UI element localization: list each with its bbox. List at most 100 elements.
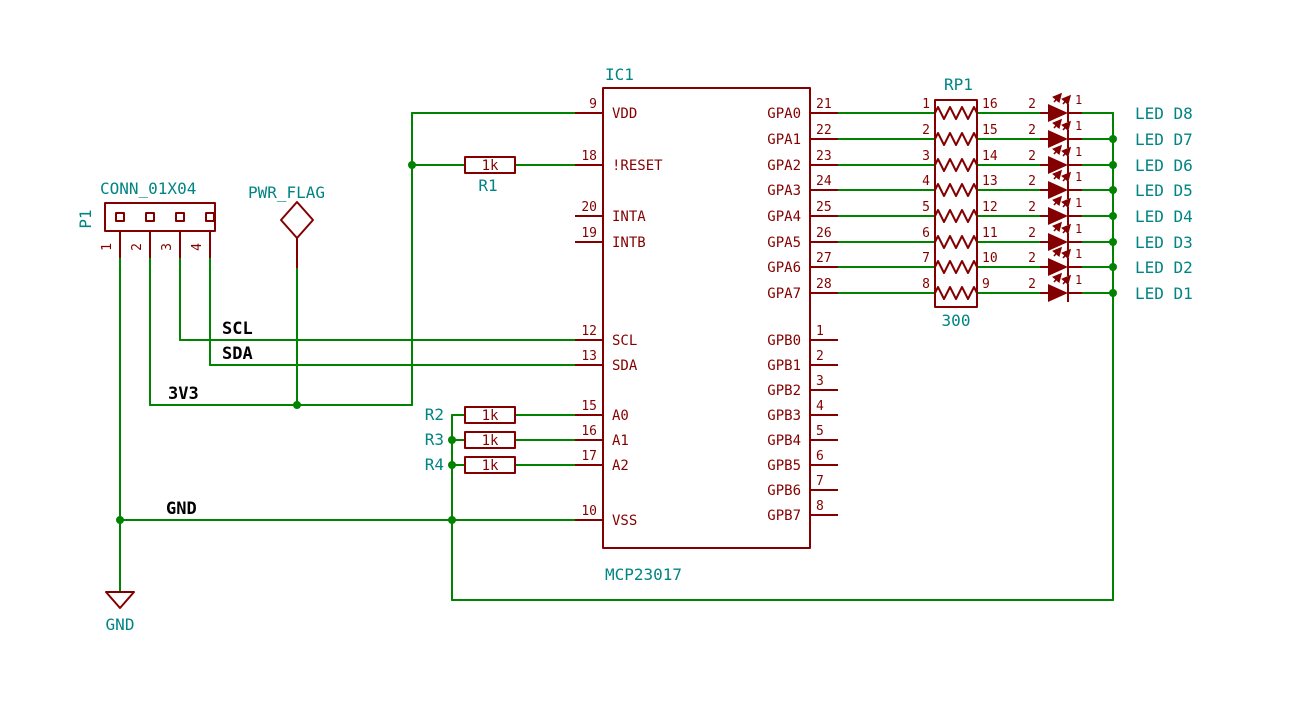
pin-number: 2: [1028, 277, 1036, 292]
gnd-power-symbol[interactable]: GND: [105, 591, 135, 634]
resistor-r4-symbol[interactable]: 1k R4: [425, 455, 516, 474]
pin-number: 2: [130, 243, 145, 251]
junction-dot: [1109, 263, 1117, 271]
pin-number: 2: [1028, 123, 1036, 138]
resistor-r1-symbol[interactable]: 1k R1: [464, 156, 516, 195]
pin-number: 7: [922, 251, 930, 266]
pin-number: 1: [1075, 170, 1082, 184]
pin-number: 18: [581, 149, 597, 164]
net-label-scl[interactable]: SCL: [222, 319, 253, 339]
led-triangle-icon: [1048, 258, 1068, 276]
pin-number: 14: [982, 149, 998, 164]
led-symbol[interactable]: 2 1 LED D3: [1028, 221, 1193, 252]
pin-number: 1: [1075, 119, 1082, 133]
pin-number: 10: [581, 504, 597, 519]
pin-number: 15: [581, 399, 597, 414]
resistor-zigzag: [934, 158, 978, 172]
pin-number: 21: [816, 97, 832, 112]
led-array: 2 1 LED D8 2 1 LED D7 2 1 LED D6: [1028, 92, 1193, 303]
led-symbol[interactable]: 2 1 LED D7: [1028, 118, 1193, 149]
resistor-r2-symbol[interactable]: 1k R2: [425, 405, 516, 424]
resistor-value: 1k: [482, 158, 499, 174]
led-symbol[interactable]: 2 1 LED D2: [1028, 246, 1193, 277]
led-emission-arrow-icon: [1052, 169, 1063, 181]
pin-number: 2: [1028, 149, 1036, 164]
pin-number: 2: [1028, 174, 1036, 189]
net-label-3v3[interactable]: 3V3: [168, 384, 199, 404]
resistor-zigzag: [934, 235, 978, 249]
pin-number: 1: [816, 324, 824, 339]
pin-number: 1: [922, 97, 930, 112]
resistor-zigzag: [934, 132, 978, 146]
junction-dot: [293, 401, 301, 409]
led-triangle-icon: [1048, 104, 1068, 122]
connector-p1-symbol[interactable]: CONN_01X04 P1 1 2 3 4: [76, 179, 216, 258]
resistor-zigzag: [934, 106, 978, 120]
led-label: LED D6: [1135, 156, 1193, 175]
junction-dot: [116, 516, 124, 524]
pin-number: 13: [581, 349, 597, 364]
wire-group: [119, 112, 1114, 601]
pin-name: GPA5: [767, 235, 801, 251]
pin-name: GPA0: [767, 106, 801, 122]
pin-name: GPA1: [767, 132, 801, 148]
junction-dot: [1109, 186, 1117, 194]
junction-dot: [1109, 135, 1117, 143]
led-emission-arrow-icon: [1061, 248, 1072, 260]
pin-number: 12: [581, 324, 597, 339]
led-symbol[interactable]: 2 1 LED D4: [1028, 195, 1193, 226]
net-label-gnd[interactable]: GND: [166, 499, 197, 519]
led-triangle-icon: [1048, 284, 1068, 302]
led-symbol[interactable]: 2 1 LED D6: [1028, 144, 1193, 175]
pin-number: 7: [816, 474, 824, 489]
resistor-reference: R3: [425, 430, 444, 449]
led-emission-arrow-icon: [1061, 223, 1072, 235]
pin-name: GPB1: [767, 358, 801, 374]
pin-number: 3: [922, 149, 930, 164]
led-emission-arrow-icon: [1052, 195, 1063, 207]
net-label-sda[interactable]: SDA: [222, 344, 253, 364]
led-symbol[interactable]: 2 1 LED D5: [1028, 169, 1193, 200]
led-emission-arrow-icon: [1052, 92, 1063, 104]
pin-number: 16: [581, 424, 597, 439]
led-emission-arrow-icon: [1061, 197, 1072, 209]
led-label: LED D5: [1135, 181, 1193, 200]
pin-number: 9: [982, 277, 990, 292]
ic1-symbol[interactable]: IC1 MCP23017 9 18 20 19 12 13 15 16 17 1…: [575, 65, 838, 584]
resistor-value: 1k: [482, 408, 499, 424]
led-triangle-icon: [1048, 130, 1068, 148]
connector-body: [104, 202, 216, 232]
resistor-r3-symbol[interactable]: 1k R3: [425, 430, 516, 449]
pwr-flag-symbol[interactable]: PWR_FLAG: [248, 183, 325, 268]
led-symbol[interactable]: 2 1 LED D8: [1028, 92, 1193, 123]
rp1-symbol[interactable]: RP1 300 1 2 3 4 5 6 7 8 16 15 14 13 12 1…: [922, 75, 998, 330]
pin-number: 24: [816, 174, 832, 189]
pin-name: GPB3: [767, 408, 801, 424]
pin-number: 22: [816, 123, 832, 138]
pin-number: 2: [1028, 251, 1036, 266]
pin-number: 4: [816, 399, 824, 414]
pin-number: 19: [581, 226, 597, 241]
pwr-flag-label: PWR_FLAG: [248, 183, 325, 202]
pin-number: 17: [581, 449, 597, 464]
pin-number: 10: [982, 251, 998, 266]
pin-number: 12: [982, 200, 998, 215]
resistor-pack-reference: RP1: [944, 75, 973, 94]
led-triangle-icon: [1048, 207, 1068, 225]
led-label: LED D2: [1135, 258, 1193, 277]
pin-name: INTA: [612, 209, 646, 225]
led-emission-arrow-icon: [1061, 274, 1072, 286]
resistor-zigzag: [934, 260, 978, 274]
connector-pin-pad: [115, 212, 125, 222]
pin-number: 2: [1028, 97, 1036, 112]
pin-number: 13: [982, 174, 998, 189]
pin-number: 3: [160, 243, 175, 251]
pin-number: 8: [816, 499, 824, 514]
resistor-value: 1k: [482, 458, 499, 474]
resistor-body: [464, 456, 516, 474]
led-emission-arrow-icon: [1061, 94, 1072, 106]
connector-pin-pad: [205, 212, 215, 222]
resistor-body: [464, 156, 516, 174]
led-symbol[interactable]: 2 1 LED D1: [1028, 272, 1193, 303]
